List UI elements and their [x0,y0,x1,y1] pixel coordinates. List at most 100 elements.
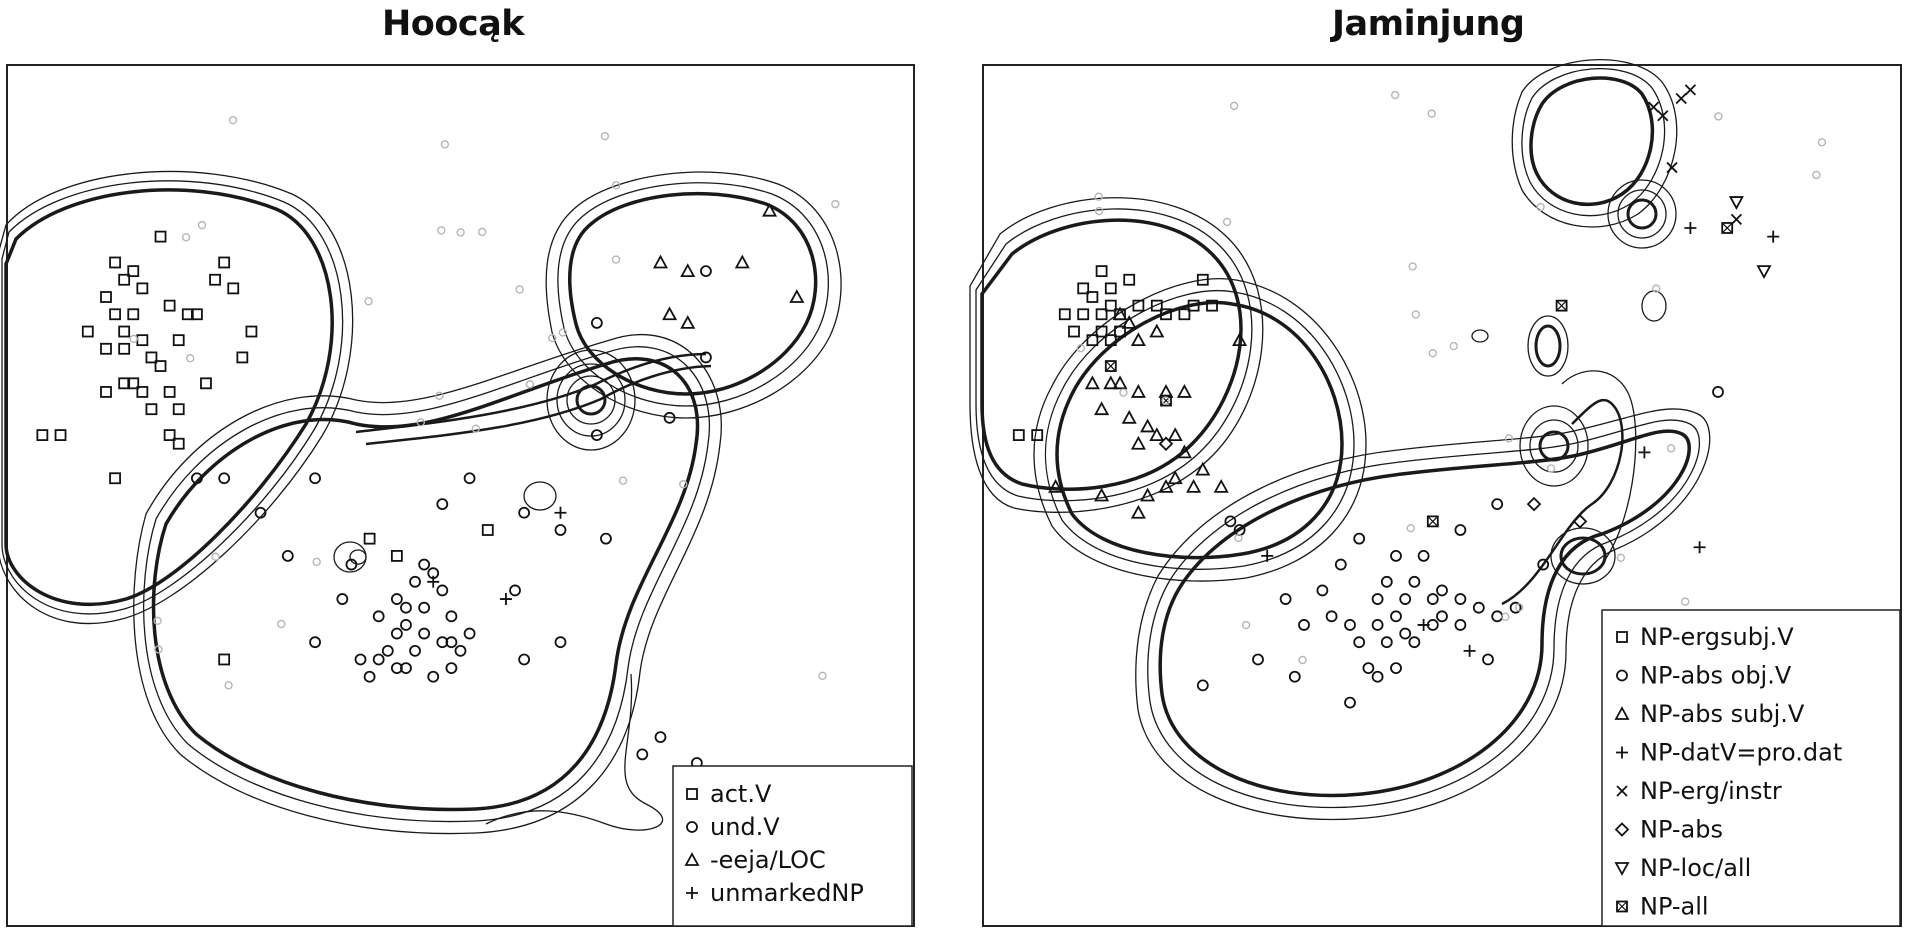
point-und-v [454,644,467,657]
point-np-ergsubj-v [1104,282,1117,295]
legend-box [1601,609,1901,927]
point-np-abs-subj-v [1176,444,1192,459]
point-act-v [100,291,112,303]
point-np-ergsubj-v [1150,299,1163,312]
legend-label: unmarkedNP [710,879,864,907]
legend-label: NP-abs subj.V [1640,700,1805,728]
point-np-abs-subj-v [1232,332,1248,347]
background-point [1812,170,1821,180]
point-np-ergsubj-v [1206,299,1218,312]
point-und-v [281,550,294,562]
background-point [364,297,373,306]
point-und-v [381,644,394,657]
point-und-v [409,575,421,588]
background-point [818,671,827,680]
point-np-abs-obj-v [1371,670,1384,683]
background-point [1428,348,1437,358]
point-np-abs-subj-v [1140,487,1156,502]
hoocak-points [36,202,805,769]
point-np-abs-subj-v [1195,461,1211,476]
background-point [1094,206,1104,216]
point-np-abs-obj-v [1344,619,1356,631]
point-np-abs-subj-v [1121,315,1137,329]
point-np-erg-instr [1657,110,1669,122]
point-np-abs-obj-v [1380,575,1393,588]
point-und-v [445,610,458,623]
point-np-abs-obj-v [1252,653,1264,666]
point-act-v [163,386,176,398]
point-np-ergsubj-v [1095,265,1108,278]
point-und-v [445,636,458,649]
background-point [186,354,195,363]
legend-label: NP-all [1640,893,1709,921]
point-np-abs [1526,496,1542,512]
point-act-v [172,437,185,450]
legend-marker [1616,746,1628,759]
legend-label: NP-erg/instr [1640,777,1782,805]
point-np-abs-obj-v [1371,593,1384,605]
point-np-abs-obj-v [1417,550,1430,562]
point-np-abs-obj-v [1454,524,1467,536]
point-act-v [100,342,112,355]
background-point [153,616,162,626]
contour-np-erg-instr [1511,59,1678,228]
legend-label: -eeja/LOC [710,846,826,874]
point-act-v [36,429,49,441]
point-np-datv-pro-dat [1261,549,1274,562]
point-und-v [400,619,412,631]
point-act-v [181,308,194,321]
point-np-loc-all [1728,196,1744,210]
point-np-abs-obj-v [1371,619,1384,631]
point-np-all [1721,222,1734,234]
point-np-abs-subj-v [1149,427,1165,441]
background-point [525,380,535,389]
background-point [312,557,321,567]
point-act-v [81,325,94,338]
point-und-v [554,636,567,649]
point-np-ergsubj-v [1068,325,1080,338]
contour-small-islands-right [1471,179,1677,606]
background-point [1817,138,1827,147]
point-act-v [172,403,185,416]
point-act-v [236,351,249,364]
point-und-v [336,593,349,605]
point-np-abs-subj-v [1149,323,1165,338]
point-und-v [418,627,431,640]
point-np-abs-obj-v [1491,610,1504,623]
background-point [1681,597,1690,606]
point-np-abs-obj-v [1325,610,1338,623]
background-point [1161,396,1170,405]
background-point [515,285,524,294]
background-point [548,333,557,343]
background-point [154,645,163,654]
background-point [1390,90,1400,100]
legend-marker [1614,862,1630,876]
point-np-abs-subj-v [1167,427,1183,441]
hoocak-contours [0,170,842,835]
point-und-v [345,558,358,571]
point-act-v [227,282,240,295]
legend-label: NP-ergsubj.V [1640,623,1794,651]
point-np-abs-obj-v [1436,584,1448,597]
point-np-abs-subj-v [1084,375,1100,390]
point-und-v [372,653,385,666]
legend-marker [1616,631,1628,643]
point-np-abs-subj-v [1094,487,1110,502]
point-act-v [481,524,494,536]
point-np-abs-obj-v [1353,532,1366,545]
background-point [1616,553,1625,562]
point-np-abs-obj-v [1316,584,1329,597]
point--eeja-loc [789,289,805,303]
point-act-v [200,377,212,390]
point-und-v [400,601,412,614]
background-point [224,681,233,690]
point-np-ergsubj-v [1196,273,1209,286]
point--eeja-loc [662,306,678,321]
background-point [1515,603,1524,612]
point-np-abs-subj-v [1130,332,1146,347]
point-np-ergsubj-v [1077,308,1090,321]
point-np-datv-pro-dat [1417,618,1430,631]
legend-marker [1614,706,1630,720]
point-und-v [390,662,403,674]
hoocak-background-points [129,115,840,690]
